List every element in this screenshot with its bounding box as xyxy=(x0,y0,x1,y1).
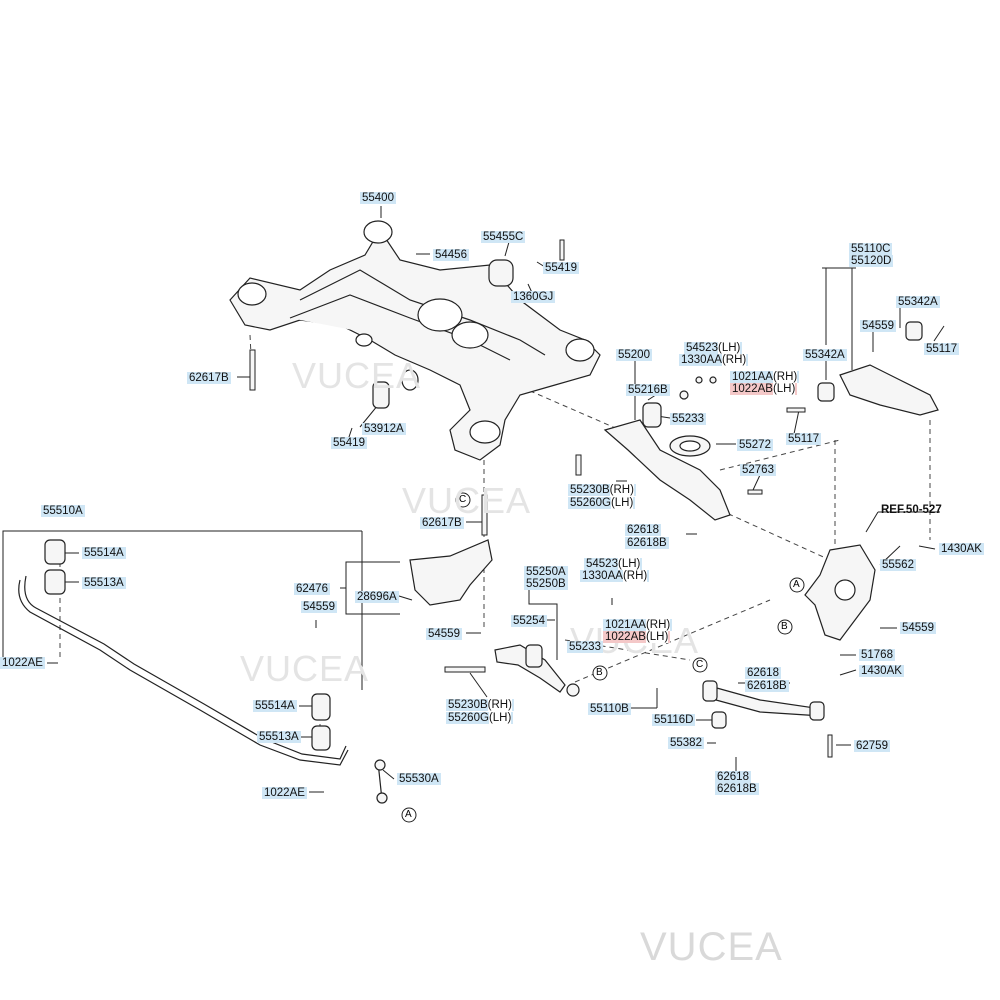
part-label: 1360GJ xyxy=(511,291,556,303)
part-label: 54523(LH) xyxy=(684,342,743,354)
part-label: 54523(LH) xyxy=(584,558,643,570)
part-label: 62617B xyxy=(187,372,231,384)
part-label: 55117 xyxy=(786,433,822,445)
part-label: 62618 xyxy=(745,667,781,679)
part-label: 53912A xyxy=(362,423,406,435)
subframe xyxy=(229,220,601,461)
bolts xyxy=(249,239,833,758)
callout-a-2: A xyxy=(405,809,412,820)
part-label: 1022AE xyxy=(262,787,307,799)
callout-b-2: B xyxy=(596,667,603,678)
callout-c-1: C xyxy=(459,494,467,505)
part-label: 55233 xyxy=(670,413,706,425)
part-label: 62618B xyxy=(745,680,789,692)
part-label: 55455C xyxy=(481,231,526,243)
part-label: 55513A xyxy=(257,731,301,743)
stabilizer-bar xyxy=(18,539,388,804)
bracket xyxy=(409,539,493,606)
part-label: 55110C xyxy=(849,243,893,255)
upper-control-arm xyxy=(603,376,731,521)
callout-a-1: A xyxy=(793,579,800,590)
part-label: 55250A xyxy=(524,566,568,578)
lower-arm xyxy=(494,644,825,729)
part-label: 51768 xyxy=(859,649,895,661)
part-label: 62476 xyxy=(294,583,330,595)
part-label: 55233 xyxy=(567,641,603,653)
part-label: 1330AA(RH) xyxy=(580,570,650,582)
part-label: 1430AK xyxy=(939,543,984,555)
watermark: VUCEA xyxy=(292,355,422,396)
callout-c-2: C xyxy=(696,659,704,670)
knuckle xyxy=(804,321,939,641)
part-label: 55120D xyxy=(849,255,894,267)
part-label: 62618B xyxy=(625,537,669,549)
part-label: 62618 xyxy=(715,771,751,783)
part-label: 55230B(RH) xyxy=(446,699,514,711)
watermark: VUCEA xyxy=(240,648,370,689)
part-label: 55419 xyxy=(543,262,579,274)
part-label: 55250B xyxy=(524,578,568,590)
part-label: 55400 xyxy=(360,192,396,204)
part-label: 55254 xyxy=(511,615,547,627)
part-label: 28696A xyxy=(355,591,399,603)
part-label: 1021AA(RH) xyxy=(603,619,673,631)
part-label: 54559 xyxy=(900,622,936,634)
part-label: 55260G(LH) xyxy=(568,497,636,509)
callout-circles xyxy=(401,492,805,823)
part-label: 55272 xyxy=(737,439,773,451)
part-label: 62759 xyxy=(854,740,890,752)
part-label: 52763 xyxy=(740,464,776,476)
part-label: 55110B xyxy=(588,703,631,715)
part-label: 55230B(RH) xyxy=(568,484,636,496)
ref-label: REF.50-527 xyxy=(881,504,942,516)
part-label: 55562 xyxy=(880,559,916,571)
part-label: 54559 xyxy=(426,628,462,640)
part-label: 55382 xyxy=(668,737,704,749)
part-label: 55260G(LH) xyxy=(446,712,514,724)
part-label: 1021AA(RH) xyxy=(730,371,800,383)
part-label: 54559 xyxy=(301,601,337,613)
part-label: 54559 xyxy=(860,320,896,332)
part-label: 55513A xyxy=(82,577,126,589)
part-label: 55200 xyxy=(616,349,652,361)
part-label: 1022AB(LH) xyxy=(603,631,671,643)
watermark: VUCEA xyxy=(640,925,783,969)
part-label: 1330AA(RH) xyxy=(679,354,749,366)
part-label: 55216B xyxy=(626,384,670,396)
part-label: 62618B xyxy=(715,783,759,795)
part-label: 55514A xyxy=(82,547,126,559)
part-label: 55116D xyxy=(652,714,696,726)
part-label: 1430AK xyxy=(859,665,904,677)
part-label: 55342A xyxy=(803,349,847,361)
part-label: 62618 xyxy=(625,524,661,536)
watermark: VUCEA xyxy=(402,480,532,521)
part-label: 62617B xyxy=(420,517,464,529)
part-label: 55510A xyxy=(41,505,85,517)
part-label: 1022AB(LH) xyxy=(730,383,798,395)
part-label: 55117 xyxy=(924,343,960,355)
part-label: 54456 xyxy=(433,249,469,261)
part-label: 55419 xyxy=(331,437,367,449)
callout-b-1: B xyxy=(781,621,788,632)
part-label: 55530A xyxy=(397,773,441,785)
part-label: 55342A xyxy=(896,296,940,308)
part-label: 55514A xyxy=(253,700,297,712)
part-label: 1022AE xyxy=(0,657,45,669)
